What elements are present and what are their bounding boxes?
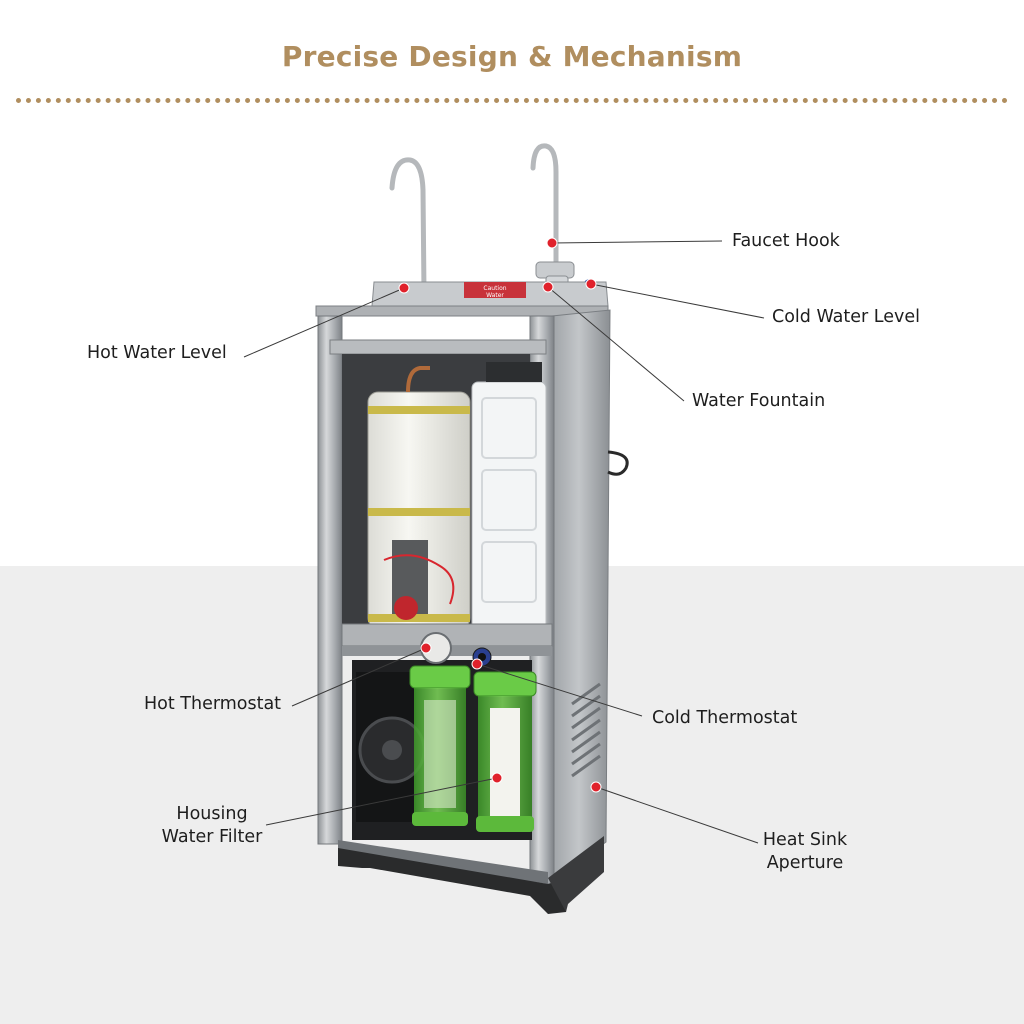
top-panel: Caution Water xyxy=(315,281,609,317)
label-housing-water-filter: Housing Water Filter xyxy=(152,803,272,849)
title-divider xyxy=(16,98,1008,103)
callout-markers xyxy=(398,237,602,793)
side-panel xyxy=(547,309,611,885)
thermostat-bar xyxy=(341,623,553,667)
page-title: Precise Design & Mechanism xyxy=(281,40,743,73)
leader-hot-thermostat xyxy=(291,647,427,707)
marker-housing-water-filter xyxy=(491,772,503,784)
leader-cold-water-level xyxy=(590,283,765,319)
marker-hot-water-level xyxy=(398,282,410,294)
hot-tank xyxy=(367,366,471,629)
label-housing-water-filter-line-1: Housing xyxy=(176,804,248,824)
label-faucet-hook: Faucet Hook xyxy=(732,231,840,251)
leader-faucet-hook xyxy=(551,240,723,244)
label-housing-water-filter-line-2: Water Filter xyxy=(161,827,263,847)
cold-faucet xyxy=(530,143,559,265)
label-hot-thermostat: Hot Thermostat xyxy=(144,694,282,714)
label-heat-sink-aperture-line-2: Aperture xyxy=(766,853,844,873)
leader-hot-water-level xyxy=(243,287,405,358)
power-cord xyxy=(607,450,629,476)
leader-cold-thermostat xyxy=(476,663,643,717)
marker-water-fountain xyxy=(542,281,554,293)
marker-hot-thermostat xyxy=(420,642,432,654)
marker-cold-water-level xyxy=(585,278,597,290)
filter-housing-right xyxy=(473,671,537,832)
filter-housing-left xyxy=(409,665,471,826)
caution-sticker xyxy=(464,282,526,298)
leader-lines xyxy=(243,240,765,844)
label-heat-sink-aperture: Heat Sink Aperture xyxy=(750,829,860,875)
leader-housing-water-filter xyxy=(265,777,498,826)
label-water-fountain: Water Fountain xyxy=(692,391,826,411)
label-cold-water-level: Cold Water Level xyxy=(772,307,920,327)
label-hot-water-level: Hot Water Level xyxy=(87,343,227,363)
marker-cold-thermostat xyxy=(471,658,483,670)
leader-water-fountain xyxy=(547,286,685,402)
marker-heat-sink-aperture xyxy=(590,781,602,793)
cold-tank xyxy=(471,362,547,645)
label-heat-sink-aperture-line-1: Heat Sink xyxy=(762,830,848,850)
label-cold-thermostat: Cold Thermostat xyxy=(652,708,798,728)
hot-faucet xyxy=(389,157,427,295)
caution-sticker-line-2: Water xyxy=(486,292,504,299)
leader-heat-sink-aperture xyxy=(595,786,759,844)
base-legs xyxy=(338,836,604,914)
side-vent xyxy=(571,682,601,778)
caution-sticker-line-1: Caution xyxy=(483,285,506,292)
marker-faucet-hook xyxy=(546,237,558,249)
